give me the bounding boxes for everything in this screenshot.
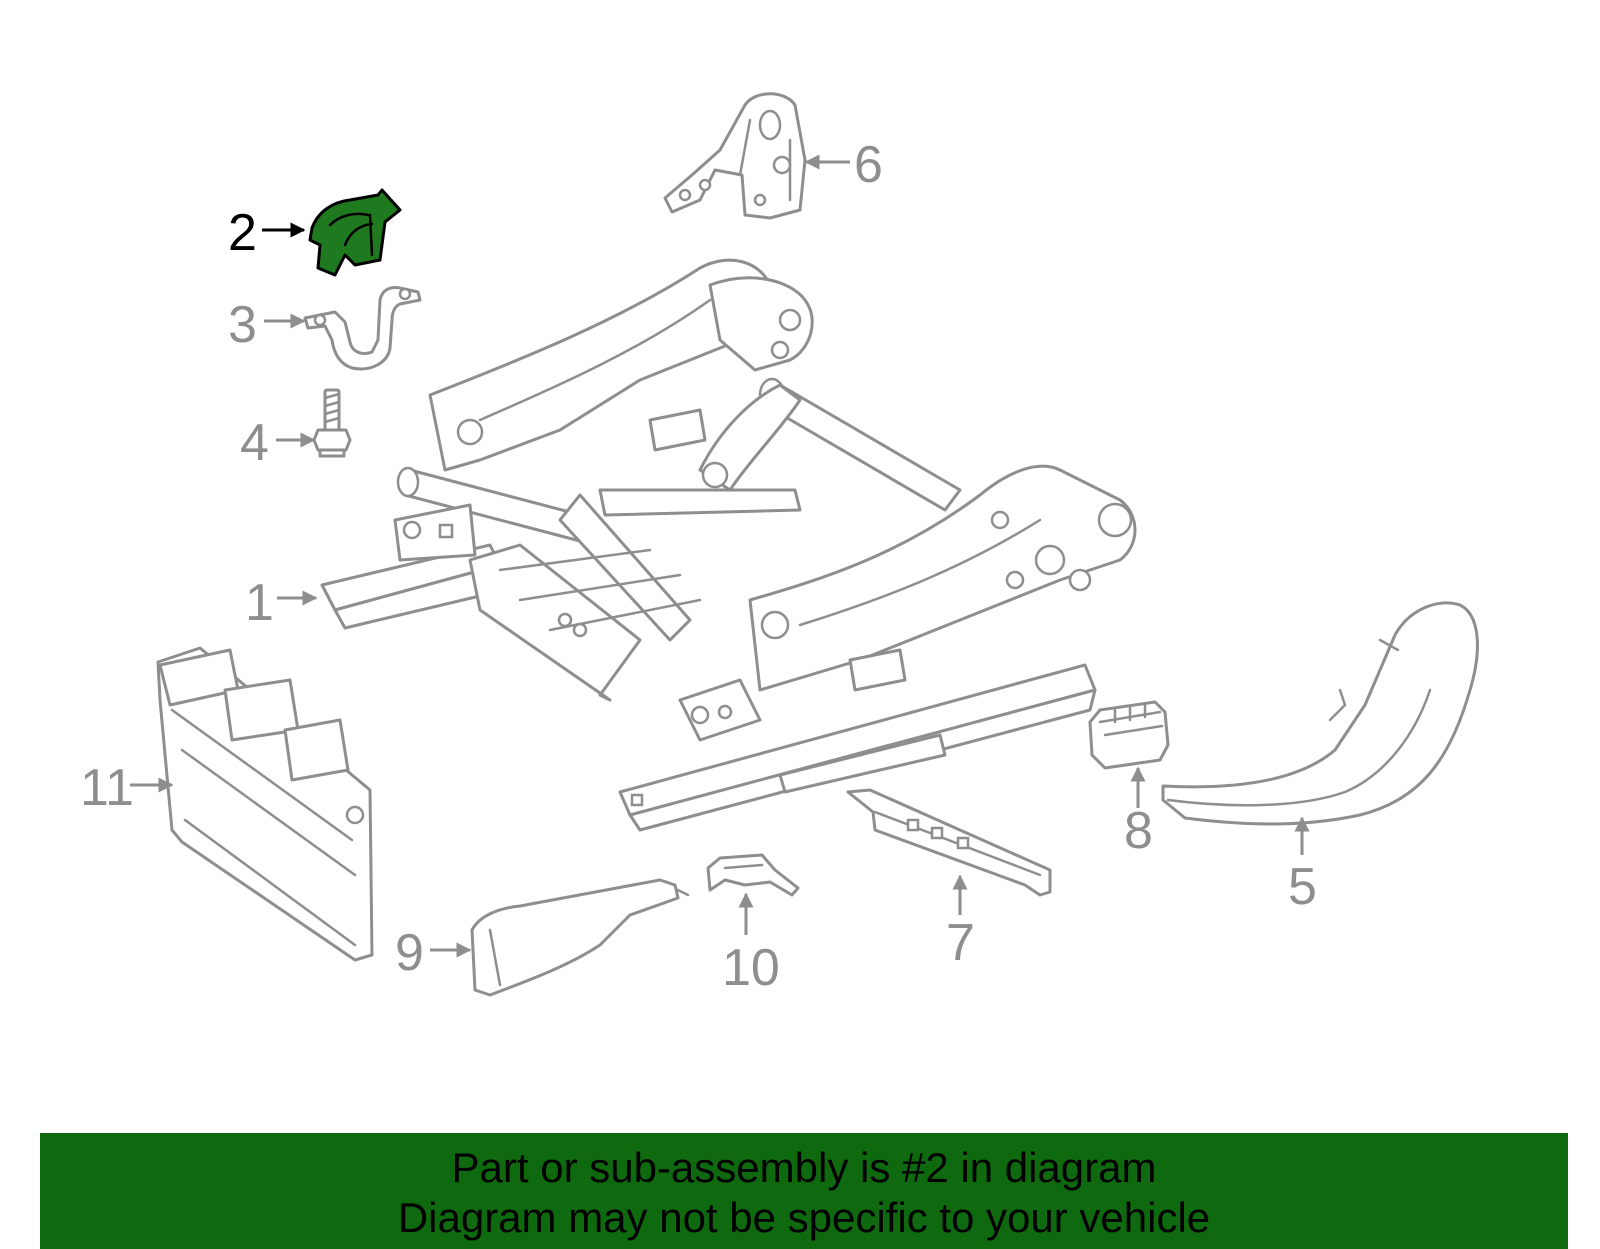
side-shield-part-5[interactable] [1161, 601, 1479, 826]
svg-text:2: 2 [228, 204, 257, 262]
clip-part-10[interactable] [706, 853, 800, 897]
svg-text:11: 11 [80, 759, 134, 817]
callout-3: 3 [228, 296, 306, 354]
switch-knob-part-8[interactable] [1088, 700, 1170, 770]
bolt-part-4[interactable] [312, 388, 352, 458]
banner-line-2: Diagram may not be specific to your vehi… [397, 1194, 1211, 1241]
svg-text:7: 7 [946, 914, 975, 972]
callout-2: 2 [228, 204, 306, 262]
banner-line-1: Part or sub-assembly is #2 in diagram [451, 1144, 1157, 1191]
svg-text:3: 3 [228, 296, 257, 354]
callout-4: 4 [240, 414, 316, 472]
callout-8: 8 [1124, 766, 1153, 860]
rail-cover-part-7[interactable] [846, 788, 1052, 897]
seat-frame-assembly[interactable] [320, 258, 1137, 832]
highlighted-part-2[interactable] [308, 188, 402, 277]
callout-5: 5 [1288, 816, 1317, 916]
svg-text:1: 1 [245, 574, 274, 632]
callout-1: 1 [245, 574, 318, 632]
callout-11: 11 [80, 759, 174, 817]
callout-9: 9 [395, 924, 472, 982]
svg-text:5: 5 [1288, 858, 1317, 916]
trim-cover-part-9[interactable] [470, 878, 690, 997]
svg-text:4: 4 [240, 414, 269, 472]
callout-6: 6 [804, 136, 883, 194]
svg-text:6: 6 [854, 136, 883, 194]
svg-text:9: 9 [395, 924, 424, 982]
callout-7: 7 [946, 874, 975, 972]
hinge-bracket-part-6[interactable] [663, 92, 807, 220]
bracket-part-3[interactable] [303, 286, 422, 371]
svg-text:10: 10 [722, 939, 780, 997]
svg-text:8: 8 [1124, 802, 1153, 860]
callout-10: 10 [722, 892, 780, 997]
module-part-11[interactable] [156, 646, 374, 962]
info-banner: Part or sub-assembly is #2 in diagram Di… [40, 1133, 1568, 1249]
